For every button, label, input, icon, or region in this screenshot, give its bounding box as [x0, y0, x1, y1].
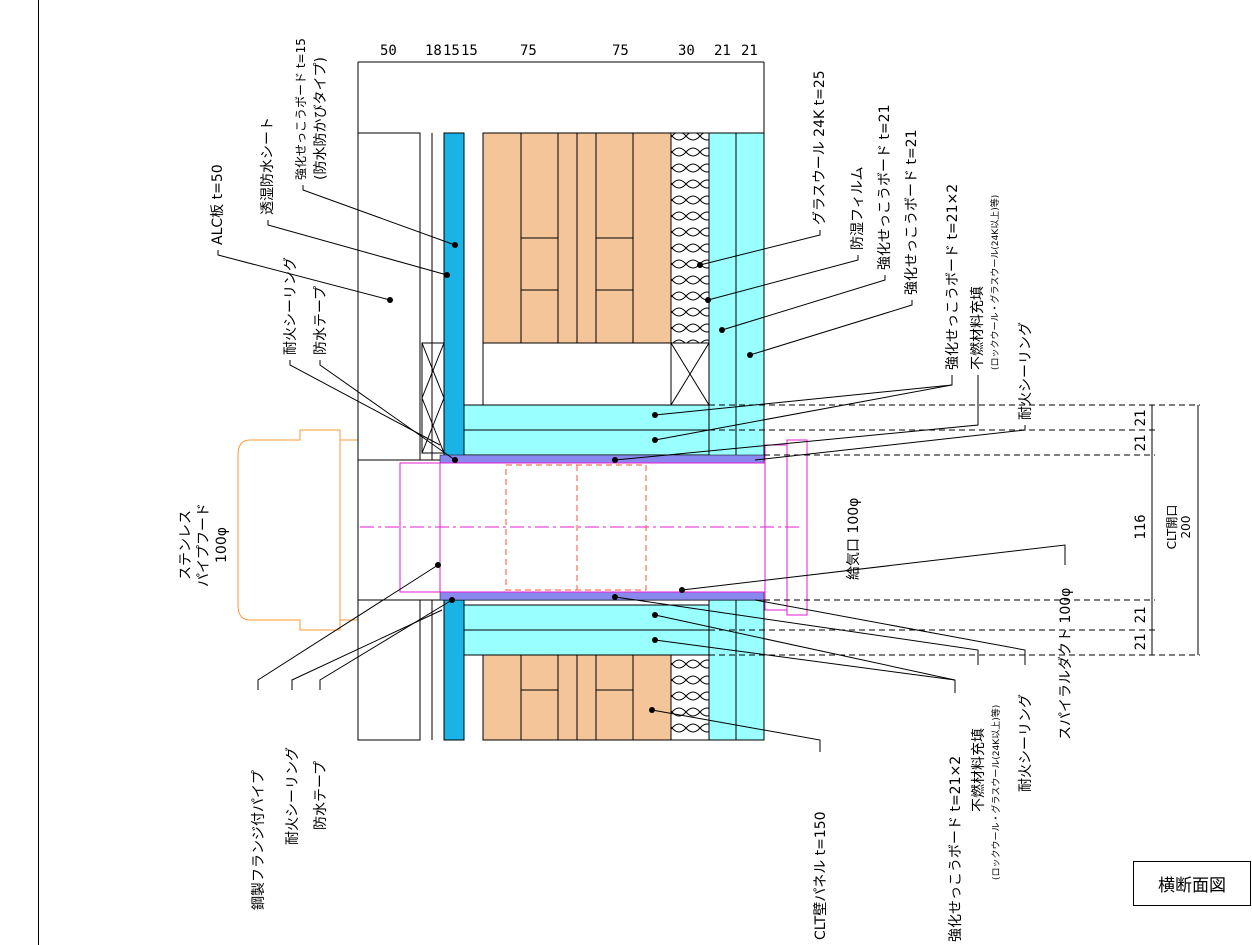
dim-top-7: 21	[714, 43, 731, 59]
label-glass-wool: グラスウール 24K t=25	[812, 70, 828, 225]
dim-right-2: 116	[1133, 514, 1149, 539]
labels: ALC板 t=50 透湿防水シート 強化せっこうボード t=15 (防水防かびタ…	[178, 38, 1074, 942]
label-alc: ALC板 t=50	[210, 164, 226, 245]
waterproof-board-upper	[443, 132, 465, 461]
label-vapor-sheet: 透湿防水シート	[260, 117, 276, 215]
label-tape-bottom: 防水テープ	[313, 761, 329, 830]
label-board21x2-top: 強化せっこうボード t=21×2	[945, 184, 961, 370]
alc-board-upper	[357, 132, 421, 461]
fire-seal-strip-upper	[439, 454, 765, 464]
label-fill-top-note: (ロックウール・グラスウール(24K以上)等)	[989, 195, 1001, 370]
label-fill-bottom-note: (ロックウール・グラスウール(24K以上)等)	[990, 705, 1002, 880]
label-fire-seal-top-right: 耐火シーリング	[1018, 322, 1034, 420]
dim-top-1: 18	[425, 43, 442, 59]
dim-top-3: 15	[461, 43, 478, 59]
stainless-pipe-hood	[237, 429, 359, 631]
dim-right-1: 21	[1133, 435, 1149, 452]
label-clt-panel: CLT壁パネル t=150	[813, 811, 829, 940]
duct-assembly	[237, 429, 808, 631]
label-board21-b: 強化せっこうボード t=21	[904, 130, 920, 295]
label-hood-2: パイプフード	[196, 503, 212, 587]
label-board21x2-bottom: 強化せっこうボード t=21×2	[948, 756, 964, 942]
alc-board-lower	[357, 599, 421, 741]
frame-left-border	[38, 0, 39, 945]
label-steel-pipe: 鋼製フランジ付パイプ	[251, 770, 267, 910]
dim-top-6: 30	[678, 43, 695, 59]
label-spiral-duct: スパイラルダクト 100φ	[1058, 588, 1074, 740]
opening-label: CLT開口	[1165, 505, 1179, 550]
label-moisture-film: 防湿フィルム	[850, 167, 866, 250]
extension-lines	[709, 404, 1200, 656]
label-board21-a: 強化せっこうボード t=21	[877, 105, 893, 270]
leaders	[217, 185, 1066, 752]
dim-right-3: 21	[1133, 607, 1149, 624]
dim-top-8: 21	[741, 43, 758, 59]
label-hood-1: ステンレス	[178, 510, 194, 580]
inner-damper	[505, 464, 647, 591]
label-board15-2: (防水防かびタイプ)	[313, 57, 329, 180]
dim-top-0: 50	[380, 43, 397, 59]
waterproof-board-lower	[443, 599, 465, 741]
label-board15-1: 強化せっこうボード t=15	[294, 38, 308, 180]
dim-top-4: 75	[520, 43, 537, 59]
drawing-title: 横断面図	[1133, 861, 1251, 906]
label-fire-seal-top-left: 耐火シーリング	[283, 257, 299, 355]
label-fill-top: 不燃材料充填	[969, 286, 986, 370]
fire-seal-strip-lower	[439, 591, 765, 601]
glass-wool-upper	[670, 132, 710, 344]
label-hood-3: 100φ	[214, 527, 230, 563]
label-fire-seal-bottom-right: 耐火シーリング	[1018, 694, 1034, 792]
label-fire-seal-bottom-left: 耐火シーリング	[285, 747, 301, 845]
opening-value: 200	[1179, 516, 1193, 539]
top-dimension-texts: 50 18 15 15 75 75 30 21 21	[380, 43, 758, 59]
label-supply: 給気口 100φ	[846, 498, 862, 580]
dim-right-0: 21	[1133, 410, 1149, 427]
wall-upper	[357, 132, 765, 461]
label-fill-bottom: 不燃材料充填	[970, 728, 987, 812]
glass-wool-lower	[670, 654, 710, 741]
right-dimension-texts: 21 21 116 21 21 CLT開口 200	[1133, 410, 1193, 651]
dim-top-2: 15	[443, 43, 460, 59]
dim-right-4: 21	[1133, 634, 1149, 651]
label-tape-top: 防水テープ	[313, 286, 329, 355]
wall-lower	[357, 599, 765, 741]
dim-top-5: 75	[612, 43, 629, 59]
